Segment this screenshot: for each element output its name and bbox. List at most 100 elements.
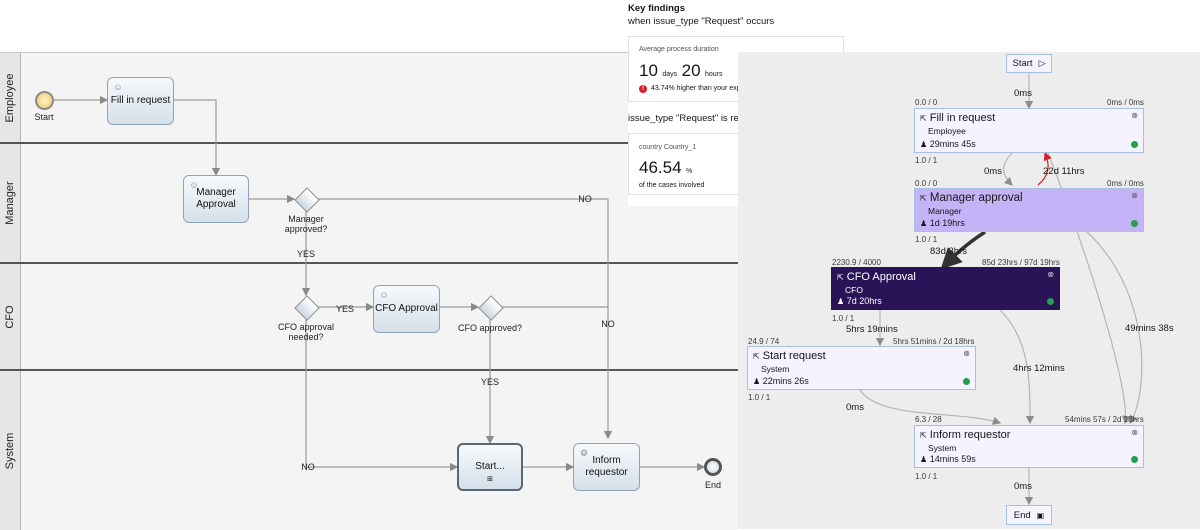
node-duration: 14mins 59s bbox=[929, 454, 976, 464]
close-icon[interactable]: ⊗ bbox=[963, 349, 970, 358]
activity-icon: ⇱ bbox=[753, 352, 760, 361]
node-start-request[interactable]: ⇱ Start request System ♟ 22mins 26s ⊗ bbox=[747, 346, 976, 390]
node-inform-requestor[interactable]: ⇱ Inform requestor System ♟ 14mins 59s ⊗ bbox=[914, 425, 1144, 468]
duration-value: 10 days 20 hours bbox=[639, 61, 723, 80]
person-icon: ♟ bbox=[920, 455, 928, 464]
duration-label: Average process duration bbox=[639, 46, 719, 53]
node-duration: 22mins 26s bbox=[762, 376, 809, 386]
node-title: Fill in request bbox=[929, 112, 996, 124]
edge-label: 0ms bbox=[846, 402, 864, 413]
close-icon[interactable]: ⊗ bbox=[1131, 191, 1138, 200]
related-value: 46.54 % bbox=[639, 158, 693, 177]
end-event bbox=[704, 458, 722, 476]
node-duration: 1d 19hrs bbox=[929, 218, 965, 228]
bpmn-diagram: Employee Manager CFO System bbox=[0, 52, 738, 530]
node-title: Start request bbox=[762, 350, 826, 362]
gateway-label-manager-approved: Manager approved? bbox=[284, 214, 328, 234]
edge-label: 22d 11hrs bbox=[1043, 166, 1085, 177]
node-stat-right: 5hrs 51mins / 2d 18hrs bbox=[893, 337, 975, 346]
node-cfo-approval[interactable]: ⇱ CFO Approval CFO ♟ 7d 20hrs ⊗ bbox=[831, 267, 1060, 310]
flow-label-yes: YES bbox=[335, 304, 355, 314]
start-event-label: Start bbox=[34, 112, 54, 122]
start-event bbox=[35, 91, 54, 110]
node-role: Manager bbox=[928, 206, 962, 216]
person-icon: ♟ bbox=[837, 297, 845, 306]
status-dot bbox=[1131, 141, 1138, 148]
node-stat-left: 6.3 / 28 bbox=[915, 415, 942, 424]
task-cfo-approval[interactable]: ☺ CFO Approval bbox=[373, 285, 440, 333]
stop-icon: ▣ bbox=[1036, 510, 1045, 520]
node-stat-below: 1.0 / 1 bbox=[915, 472, 938, 481]
flow-label-no: NO bbox=[578, 194, 592, 204]
close-icon[interactable]: ⊗ bbox=[1131, 428, 1138, 437]
gear-icon: ⚙ bbox=[579, 448, 589, 458]
node-stat-right: 54mins 57s / 2d 18hrs bbox=[1065, 415, 1144, 424]
status-dot bbox=[1047, 298, 1054, 305]
node-stat-right: 85d 23hrs / 97d 19hrs bbox=[982, 258, 1060, 267]
task-start-system[interactable]: Start... ⊞ bbox=[457, 443, 523, 491]
user-icon: ☺ bbox=[379, 290, 389, 300]
lane-system: System bbox=[0, 371, 738, 530]
node-role: CFO bbox=[845, 285, 863, 295]
play-icon: ▷ bbox=[1038, 58, 1046, 68]
node-stat-below: 1.0 / 1 bbox=[748, 393, 771, 402]
status-dot bbox=[963, 378, 970, 385]
subprocess-icon: ⊞ bbox=[487, 476, 493, 483]
edge-label: 0ms bbox=[1014, 88, 1032, 99]
process-start[interactable]: Start ▷ bbox=[1006, 54, 1052, 73]
edge-label: 0ms bbox=[984, 166, 1002, 177]
task-label: Start... bbox=[475, 461, 505, 472]
status-dot bbox=[1131, 220, 1138, 227]
node-stat-below: 1.0 / 1 bbox=[915, 156, 938, 165]
key-findings-title: Key findings bbox=[628, 3, 686, 14]
person-icon: ♟ bbox=[920, 219, 928, 228]
close-icon[interactable]: ⊗ bbox=[1047, 270, 1054, 279]
activity-icon: ⇱ bbox=[920, 194, 927, 203]
lane-cfo: CFO bbox=[0, 264, 738, 371]
node-stat-right: 0ms / 0ms bbox=[1107, 98, 1144, 107]
node-stat-below: 1.0 / 1 bbox=[915, 235, 938, 244]
task-label: Manager Approval bbox=[196, 187, 236, 210]
gateway-label-cfo-approved: CFO approved? bbox=[457, 323, 523, 333]
task-label: Inform requestor bbox=[585, 455, 628, 478]
node-title: Manager approval bbox=[929, 192, 1023, 204]
user-icon: ☺ bbox=[189, 180, 199, 190]
flow-label-yes: YES bbox=[480, 377, 500, 387]
edge-label: 5hrs 19mins bbox=[846, 324, 898, 335]
edge-label: 83d 3hrs bbox=[930, 246, 967, 257]
node-title: CFO Approval bbox=[846, 271, 916, 283]
activity-icon: ⇱ bbox=[837, 273, 844, 282]
node-role: System bbox=[928, 443, 957, 453]
gateway-label-cfo-approval-needed: CFO approval needed? bbox=[277, 322, 335, 342]
activity-icon: ⇱ bbox=[920, 114, 927, 123]
activity-icon: ⇱ bbox=[920, 431, 927, 440]
node-manager-approval[interactable]: ⇱ Manager approval Manager ♟ 1d 19hrs ⊗ bbox=[914, 188, 1144, 232]
end-event-label: End bbox=[704, 480, 722, 490]
lane-employee: Employee bbox=[0, 53, 738, 144]
related-label: country Country_1 bbox=[639, 144, 697, 151]
warning-icon: ! bbox=[639, 85, 647, 93]
close-icon[interactable]: ⊗ bbox=[1131, 111, 1138, 120]
flow-label-no: NO bbox=[301, 462, 315, 472]
node-stat-left: 2230.9 / 4000 bbox=[832, 258, 881, 267]
user-icon: ☺ bbox=[113, 82, 123, 92]
node-stat-left: 0.0 / 0 bbox=[915, 179, 938, 188]
node-fill-in-request[interactable]: ⇱ Fill in request Employee ♟ 29mins 45s … bbox=[914, 108, 1144, 153]
task-manager-approval[interactable]: ☺ Manager Approval bbox=[183, 175, 249, 223]
edge-label: 49mins 38s bbox=[1125, 323, 1174, 334]
related-caption: of the cases involved bbox=[639, 182, 705, 189]
person-icon: ♟ bbox=[920, 140, 928, 149]
flow-label-yes: YES bbox=[296, 249, 316, 259]
duration-warning: 43.74% higher than your expected average bbox=[651, 85, 785, 92]
node-stat-left: 24.9 / 74 bbox=[748, 337, 780, 346]
lane-manager: Manager bbox=[0, 144, 738, 264]
node-stat-left: 0.0 / 0 bbox=[915, 98, 938, 107]
task-label: Fill in request bbox=[110, 95, 171, 106]
flow-label-no: NO bbox=[601, 319, 615, 329]
person-icon: ♟ bbox=[753, 377, 761, 386]
process-end[interactable]: End ▣ bbox=[1006, 505, 1052, 525]
task-inform-requestor[interactable]: ⚙ Inform requestor bbox=[573, 443, 640, 491]
task-fill-in-request[interactable]: ☺ Fill in request bbox=[107, 77, 174, 125]
node-duration: 29mins 45s bbox=[929, 139, 976, 149]
